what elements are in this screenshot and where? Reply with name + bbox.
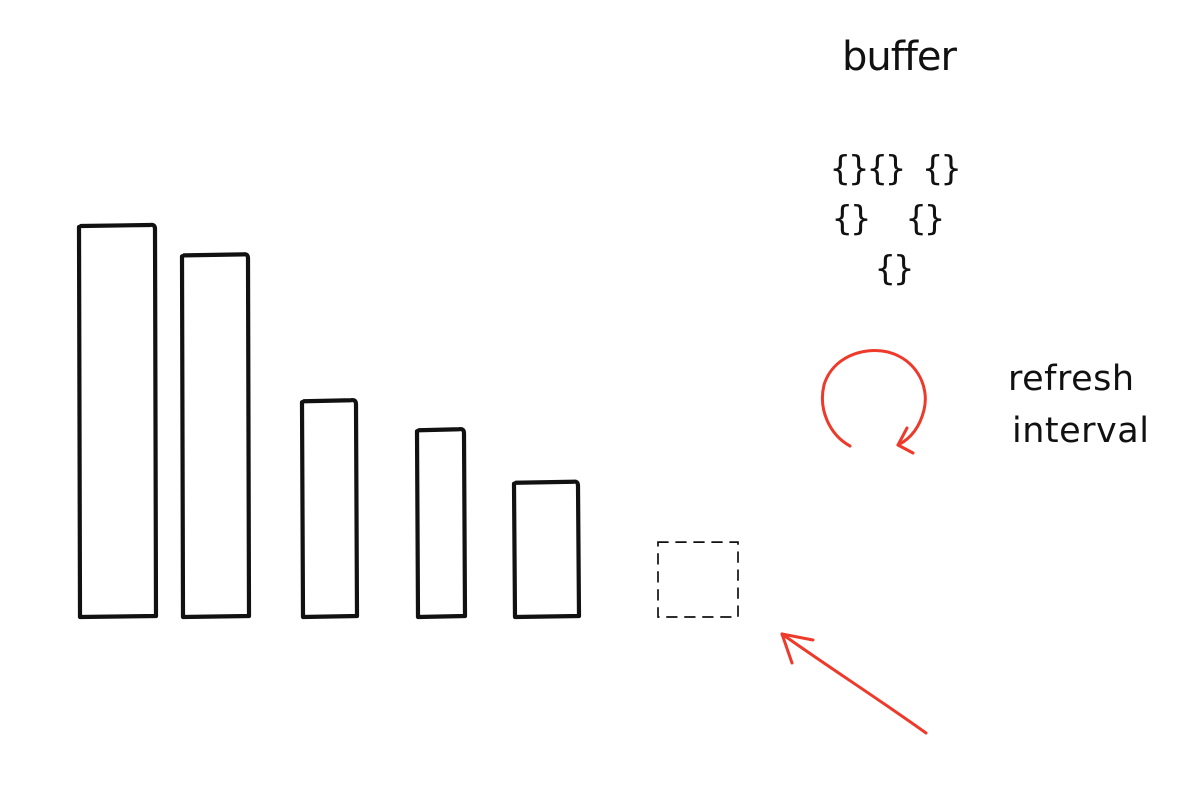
bar-3: [299, 397, 360, 620]
pending-bar-slot: [657, 541, 739, 618]
bar-2: [179, 252, 252, 620]
buffer-row-2: {} {}: [832, 199, 943, 239]
bar-5: [511, 479, 582, 620]
bar-stack: [76, 222, 582, 620]
buffer-row-3: {}: [875, 249, 912, 289]
refresh-label-line1: refresh: [1008, 359, 1135, 399]
buffer-items: {}{} {} {} {} {}: [830, 149, 961, 289]
bar-4: [414, 426, 468, 620]
buffer-row-1: {}{} {}: [830, 149, 959, 189]
refresh-label-line2: interval: [1012, 411, 1149, 451]
pointer-arrow-icon: [780, 632, 928, 735]
bar-1: [76, 222, 159, 620]
refresh-circular-arrow-icon: [821, 349, 927, 455]
buffer-label: buffer: [842, 34, 958, 80]
